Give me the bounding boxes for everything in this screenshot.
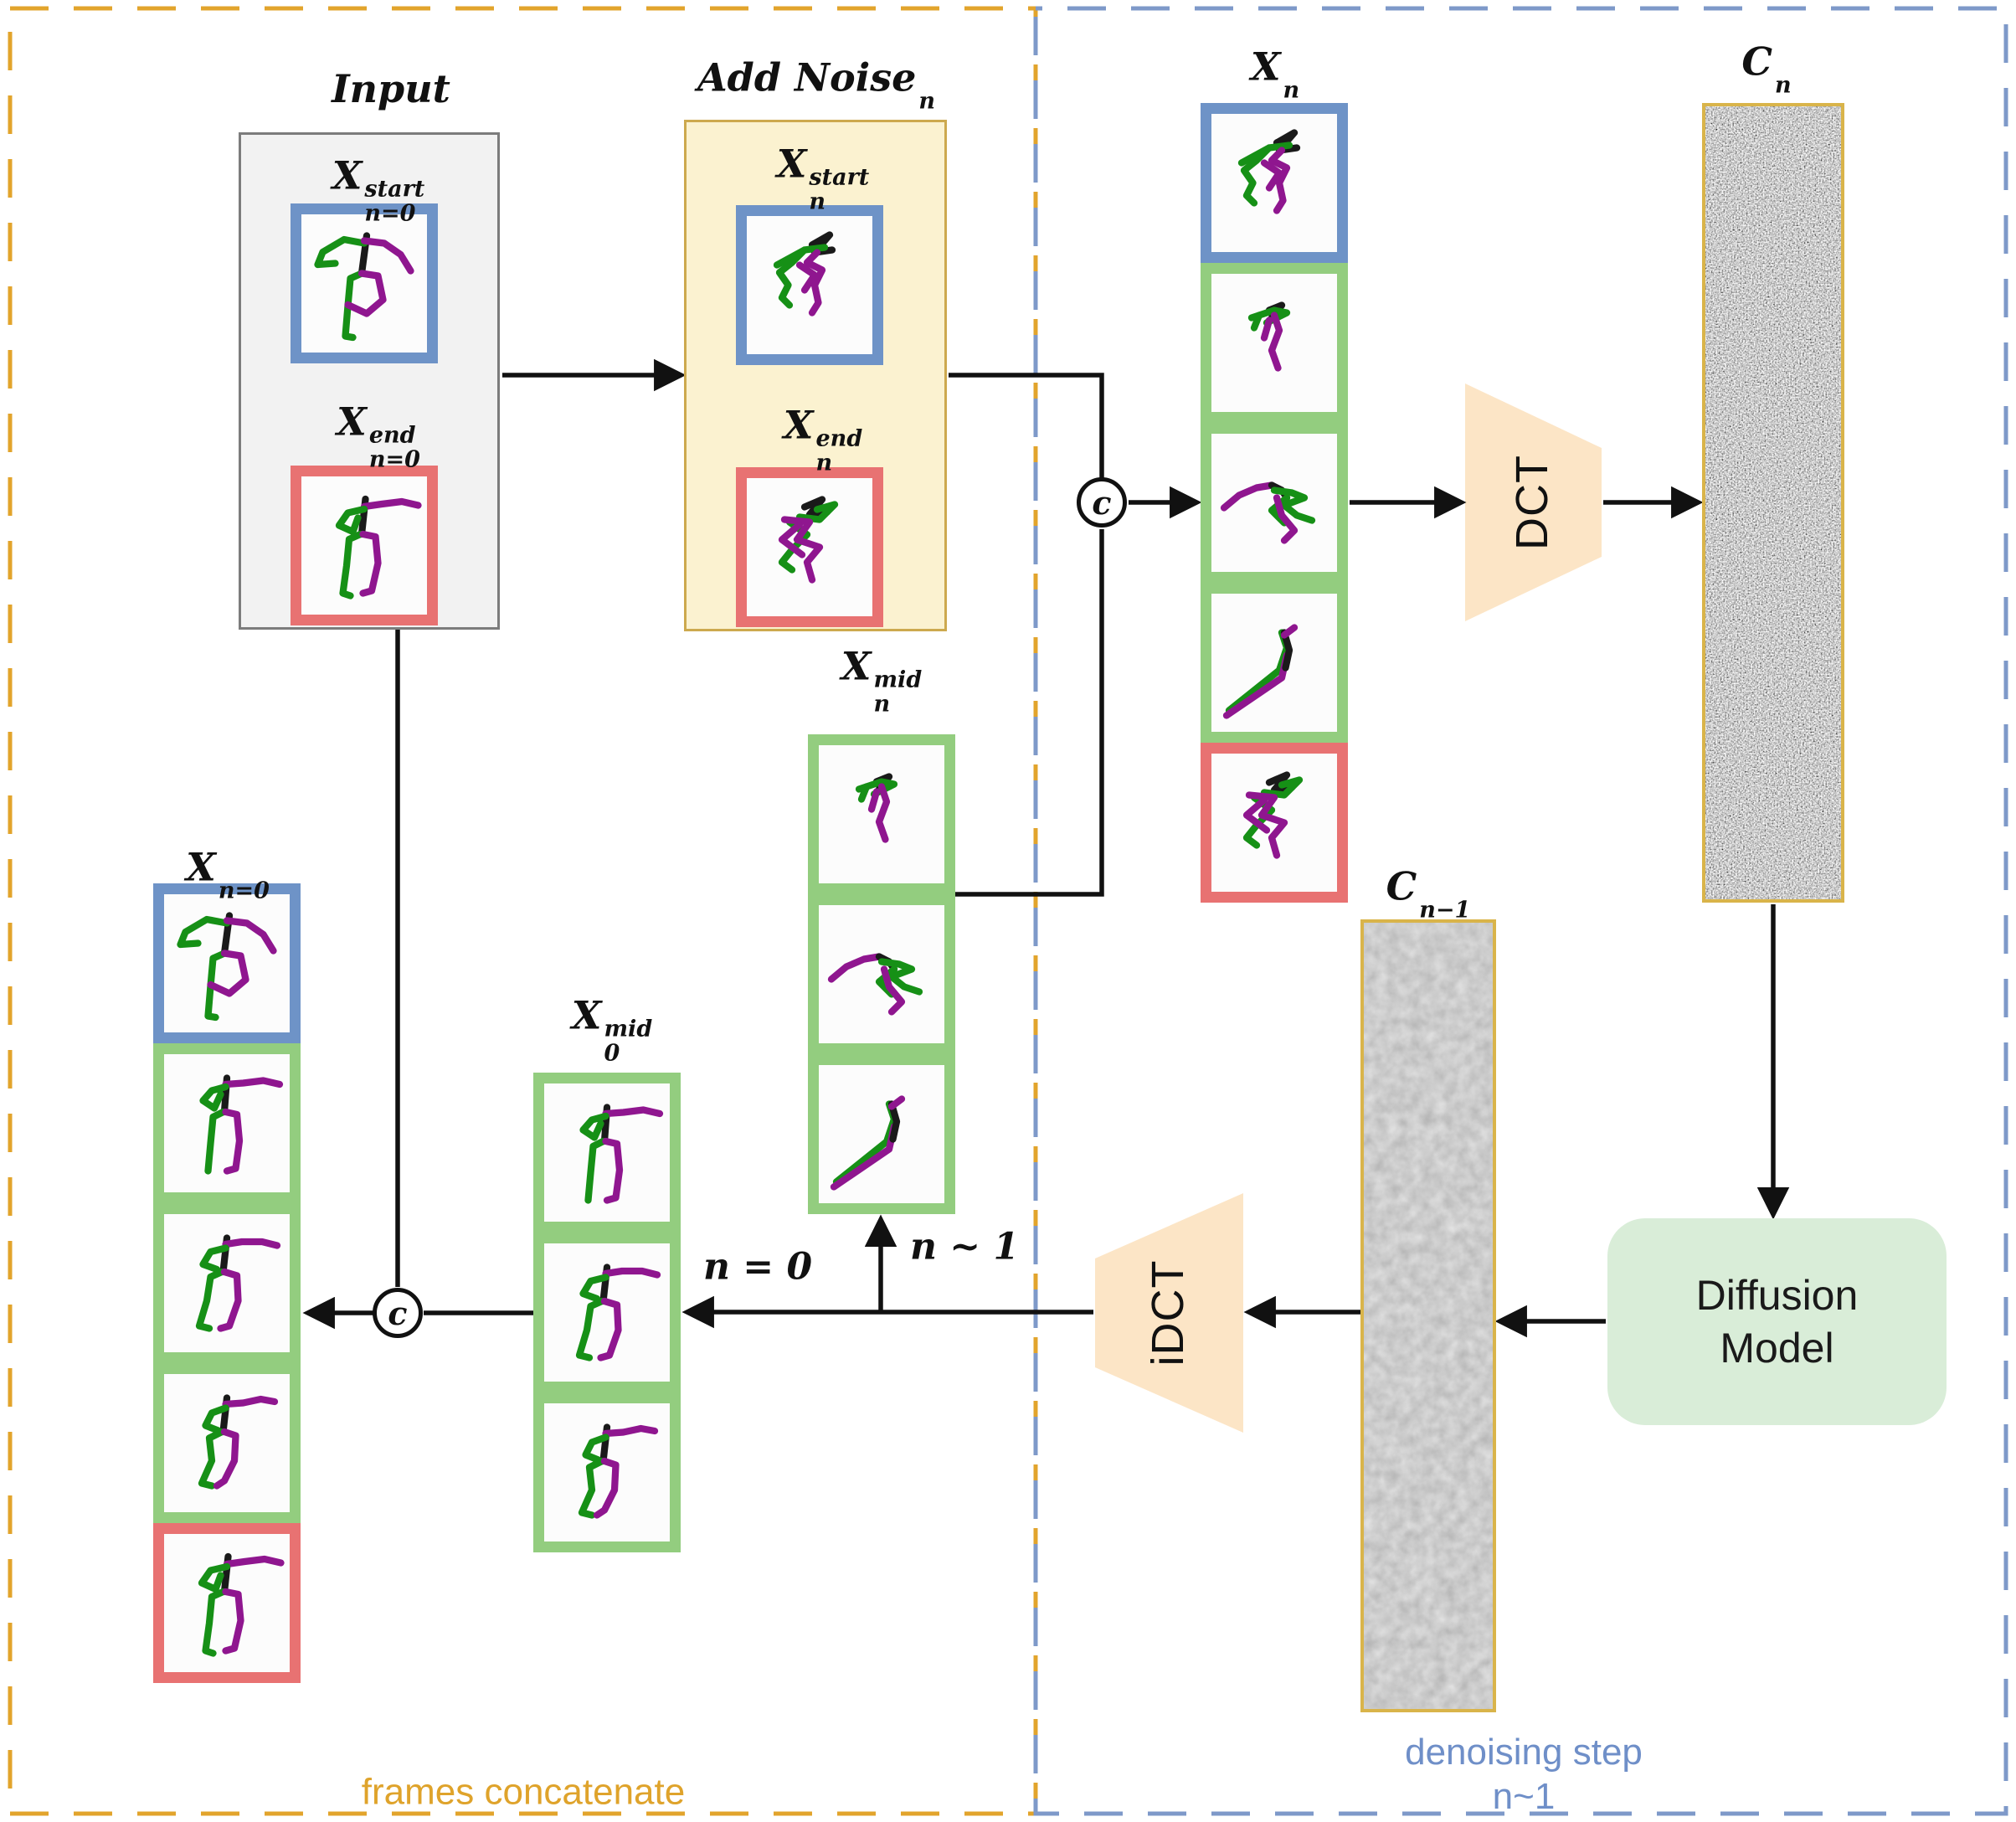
idct-block [1095,1193,1243,1433]
stick-figure-icon [199,1074,284,1175]
xn-frame-4 [1201,583,1348,743]
denoising-step-caption: denoising step n~1 [1405,1731,1643,1819]
concat-symbol: c [388,1294,408,1332]
stick-figure-icon [195,1234,281,1332]
dct-label: DCT [1507,455,1557,550]
stick-figure-icon [198,1552,285,1657]
concat-symbol: c [1092,483,1112,522]
input-frame-2 [291,466,438,625]
denoising-step-line2: n~1 [1492,1776,1556,1817]
low-frequency-noise-texture [1364,923,1493,1709]
line-xnmid-to-concat [955,529,1104,897]
xn0-frame-1 [153,883,301,1043]
addnoise-frame-2 [736,467,883,627]
denoising-step-line1: denoising step [1405,1732,1643,1773]
cn-noise-column [1702,103,1844,903]
addnoise-frame-1 [736,205,883,365]
stick-figure-icon [177,912,277,1022]
frames-concatenate-caption: frames concatenate [361,1771,686,1813]
x0mid-frame-2 [533,1233,681,1392]
stick-figure-icon [830,1095,906,1191]
x0mid-frame-1 [533,1073,681,1233]
denoising-region-border [1033,6,2008,1816]
stick-figure-icon [855,773,898,843]
xn-frame-3 [1201,423,1348,583]
arrows [302,358,1790,1338]
stick-figure-icon [579,1104,664,1204]
stick-figure-icon [198,1394,279,1490]
stick-figure-icon [314,232,414,342]
n-sim-1-label: n ~ 1 [909,1225,1020,1269]
stick-figure-icon [1222,624,1299,719]
xn-frame-2 [1201,263,1348,423]
stick-figure-icon [827,953,923,1016]
xn-frame-1 [1201,103,1348,263]
cn1-noise-column [1360,919,1496,1712]
stick-figure-icon [1220,481,1316,544]
diffusion-model-label-line2: Model [1720,1324,1834,1372]
line-addnoise-to-concat [949,373,1104,479]
stick-figure-icon [578,1423,659,1519]
stick-figure-icon [1242,771,1304,859]
diffusion-model-label-line1: Diffusion [1695,1272,1859,1319]
stick-figure-icon [1247,301,1291,372]
xn0-frame-5 [153,1523,301,1683]
stick-figure-icon [575,1264,661,1361]
high-frequency-noise-texture [1705,106,1841,899]
idct-label: iDCT [1143,1259,1193,1366]
stick-figure-icon [1237,129,1301,214]
xn-frame-5 [1201,743,1348,903]
diffusion-model-block: Diffusion Model [1607,1218,1947,1425]
stick-figure-icon [773,231,836,317]
xnmid-frame-2 [808,894,955,1054]
x0mid-frame-3 [533,1392,681,1552]
xn0-frame-2 [153,1043,301,1203]
stick-figure-icon [778,496,839,584]
concat-node-left: c [373,1288,423,1338]
stick-figure-icon [335,495,422,600]
input-frame-1 [291,203,438,363]
xn0-frame-3 [153,1203,301,1363]
xn0-frame-4 [153,1363,301,1523]
xnmid-frame-1 [808,734,955,894]
concat-node-right: c [1077,477,1127,528]
xnmid-frame-3 [808,1054,955,1214]
n-eq-0-label: n = 0 [702,1245,813,1289]
input-title: Input [332,66,450,111]
dct-block [1465,383,1602,621]
